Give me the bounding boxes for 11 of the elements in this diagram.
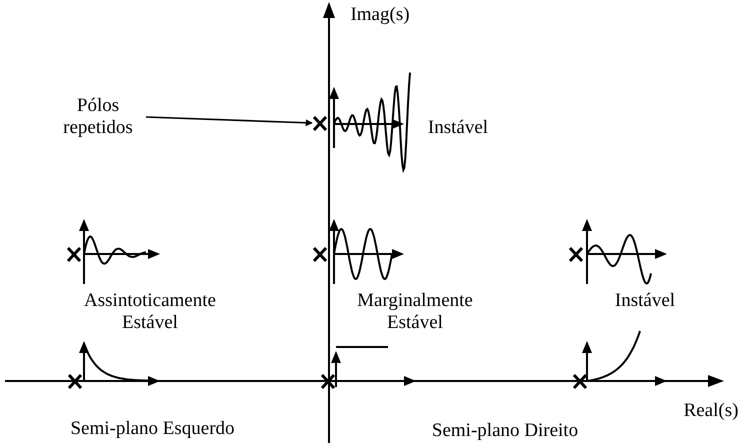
label-text: Marginalmente Estável bbox=[356, 290, 474, 334]
label-text: Semi-plano Esquerdo bbox=[69, 418, 236, 440]
callout-text: Pólos repetidos bbox=[50, 95, 146, 139]
leader-arrow bbox=[146, 116, 313, 126]
pole-icon bbox=[312, 116, 328, 132]
label-text: Assintoticamente Estável bbox=[83, 290, 217, 334]
label-text: Instável bbox=[426, 117, 490, 139]
label-text: Real(s) bbox=[682, 400, 740, 422]
label-text: Instável bbox=[614, 290, 676, 312]
label-text: Semi-plano Direito bbox=[430, 420, 580, 442]
label-text: Imag(s) bbox=[349, 4, 411, 26]
